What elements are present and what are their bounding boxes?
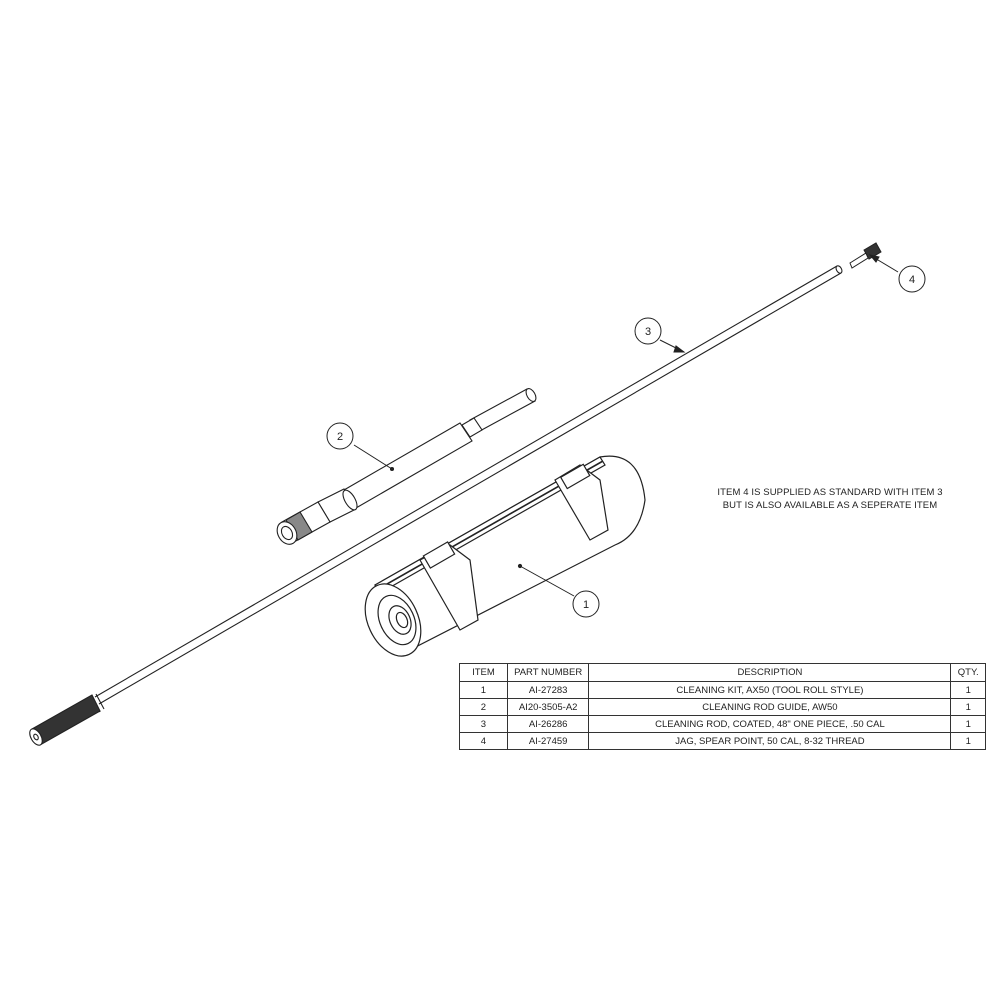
cleaning-rod-part bbox=[29, 265, 843, 746]
svg-text:2: 2 bbox=[337, 431, 343, 443]
balloon-1: 1 bbox=[572, 590, 600, 618]
jag-part bbox=[849, 242, 882, 269]
supply-note: ITEM 4 IS SUPPLIED AS STANDARD WITH ITEM… bbox=[700, 486, 960, 512]
header-qty: QTY. bbox=[950, 663, 986, 682]
cell-part-number: AI-26286 bbox=[506, 715, 590, 733]
cell-qty: 1 bbox=[950, 681, 986, 699]
header-item: ITEM bbox=[459, 663, 508, 682]
cell-qty: 1 bbox=[950, 732, 986, 750]
table-row: 1 AI-27283 CLEANING KIT, AX50 (TOOL ROLL… bbox=[459, 681, 986, 699]
table-row: 2 AI20-3505-A2 CLEANING ROD GUIDE, AW50 … bbox=[459, 698, 986, 716]
cell-description: CLEANING ROD GUIDE, AW50 bbox=[588, 698, 952, 716]
cell-item: 2 bbox=[459, 698, 508, 716]
note-line-1: ITEM 4 IS SUPPLIED AS STANDARD WITH ITEM… bbox=[717, 487, 943, 498]
tool-roll-part bbox=[364, 455, 646, 657]
cell-qty: 1 bbox=[950, 715, 986, 733]
cell-item: 4 bbox=[459, 732, 508, 750]
header-part-number: PART NUMBER bbox=[506, 663, 590, 682]
bill-of-materials-table: ITEM PART NUMBER DESCRIPTION QTY. 1 AI-2… bbox=[459, 663, 986, 750]
balloon-2: 2 bbox=[326, 422, 354, 450]
table-header-row: ITEM PART NUMBER DESCRIPTION QTY. bbox=[459, 663, 986, 682]
note-line-2: BUT IS ALSO AVAILABLE AS A SEPERATE ITEM bbox=[722, 500, 938, 511]
cell-description: CLEANING ROD, COATED, 48" ONE PIECE, .50… bbox=[588, 715, 952, 733]
table-row: 3 AI-26286 CLEANING ROD, COATED, 48" ONE… bbox=[459, 715, 986, 733]
cleaning-rod-guide-part bbox=[276, 388, 537, 545]
cell-description: CLEANING KIT, AX50 (TOOL ROLL STYLE) bbox=[588, 681, 952, 699]
leader-line-1 bbox=[519, 565, 575, 597]
svg-text:4: 4 bbox=[909, 274, 915, 286]
leader-line-2 bbox=[353, 444, 393, 470]
svg-text:3: 3 bbox=[645, 326, 651, 338]
header-description: DESCRIPTION bbox=[588, 663, 952, 682]
cell-part-number: AI-27459 bbox=[506, 732, 590, 750]
cell-qty: 1 bbox=[950, 698, 986, 716]
table-row: 4 AI-27459 JAG, SPEAR POINT, 50 CAL, 8-3… bbox=[459, 732, 986, 750]
cell-description: JAG, SPEAR POINT, 50 CAL, 8-32 THREAD bbox=[588, 732, 952, 750]
cell-part-number: AI20-3505-A2 bbox=[506, 698, 590, 716]
cell-item: 1 bbox=[459, 681, 508, 699]
svg-text:1: 1 bbox=[583, 599, 589, 611]
balloon-4: 4 bbox=[898, 265, 926, 293]
cell-item: 3 bbox=[459, 715, 508, 733]
cell-part-number: AI-27283 bbox=[506, 681, 590, 699]
balloon-3: 3 bbox=[634, 317, 662, 345]
